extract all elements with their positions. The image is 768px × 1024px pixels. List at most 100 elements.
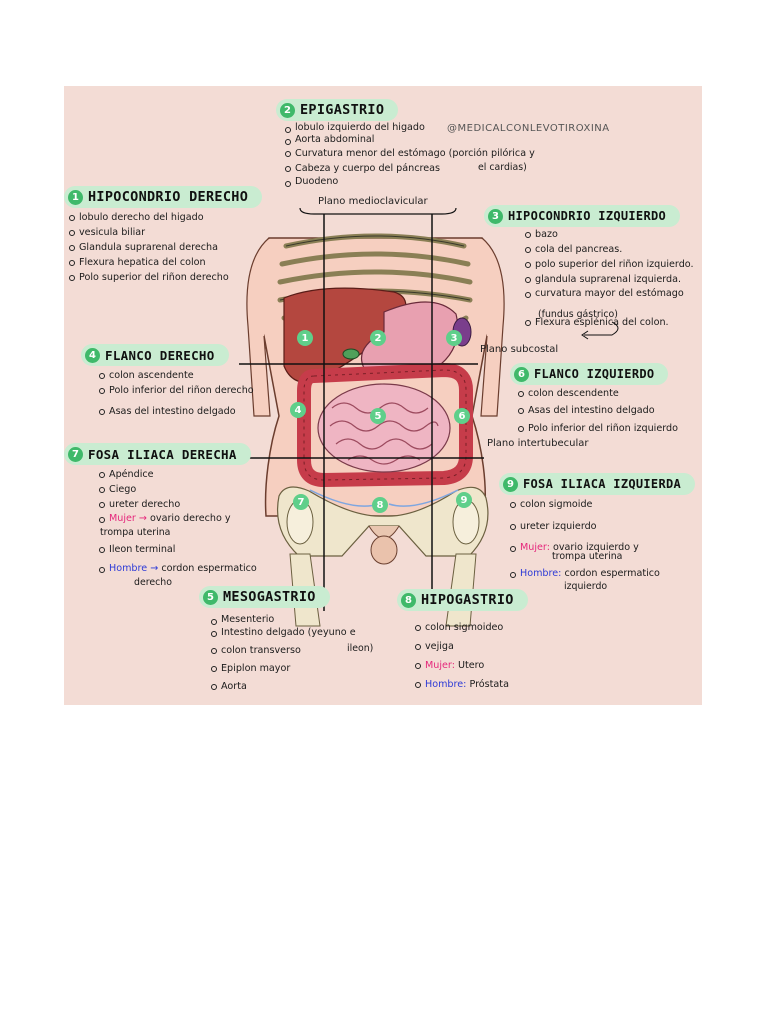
small-intestine	[317, 383, 451, 473]
region-6-header: 6 FLANCO IZQUIERDO	[510, 363, 669, 385]
region-3-note: (fundus gástrico)	[538, 309, 618, 320]
list-item: colon descendente	[517, 386, 678, 401]
list-item: Flexura hepatica del colon	[68, 255, 229, 270]
region-1-list: lobulo derecho del higado vesicula bilia…	[68, 210, 229, 285]
region-7-mujer-cont: trompa uterina	[100, 527, 171, 538]
region-marker-8: 8	[372, 497, 388, 513]
hombre-label: Hombre:	[520, 568, 562, 579]
plane-intertubercular-label: Plano intertubecular	[487, 438, 589, 449]
list-item: Cabeza y cuerpo del páncreas	[284, 161, 535, 176]
region-6-number: 6	[514, 366, 529, 382]
region-2-note: el cardias)	[478, 162, 527, 173]
list-item: Aorta	[210, 679, 356, 694]
region-3-header: 3 HIPOCONDRIO IZQUIERDO	[484, 205, 681, 227]
list-item: Asas del intestino delgado	[517, 403, 678, 418]
mujer-label: Mujer:	[520, 542, 550, 553]
list-item: colon transverso	[210, 643, 356, 658]
list-item: lobulo izquierdo del higado	[284, 122, 535, 134]
abdomen-illustration	[239, 207, 619, 627]
region-8-number: 8	[401, 592, 416, 608]
region-1-title: HIPOCONDRIO DERECHO	[88, 189, 249, 205]
region-marker-9: 9	[456, 492, 472, 508]
fundus-arrow	[584, 321, 619, 336]
region-marker-2: 2	[370, 330, 386, 346]
mujer-label: Mujer →	[109, 513, 147, 524]
list-item: bazo	[524, 227, 694, 242]
list-item: Intestino delgado (yeyuno e	[210, 626, 356, 639]
gallbladder	[342, 348, 360, 360]
region-5-list: Mesenterio Intestino delgado (yeyuno e c…	[210, 614, 356, 694]
region-2-title: EPIGASTRIO	[300, 102, 385, 118]
plane-subcostal-label: Plano subcostal	[480, 344, 559, 355]
watermark: @MEDICALCONLEVOTIROXINA	[447, 123, 610, 134]
list-item: Asas del intestino delgado	[98, 404, 254, 419]
list-item: Mesenterio	[210, 614, 356, 626]
genitals	[370, 535, 398, 565]
region-5-note: ileon)	[347, 643, 374, 654]
list-item: Epiplon mayor	[210, 661, 356, 676]
list-item: Polo inferior del riñon derecho	[98, 383, 254, 398]
list-item: Curvatura menor del estómago (porción pi…	[284, 146, 535, 161]
region-7-hombre-cont: derecho	[134, 577, 172, 588]
pelvis	[276, 486, 489, 557]
list-item: lobulo derecho del higado	[68, 210, 229, 225]
list-item: Hombre: cordon espermatico	[509, 567, 660, 580]
list-item: Ciego	[98, 482, 231, 497]
list-item: Apéndice	[98, 467, 231, 482]
region-9-list-b: Hombre: cordon espermatico	[509, 567, 660, 580]
region-5-number: 5	[203, 589, 218, 605]
list-item: colon sigmoideo	[414, 620, 509, 635]
region-9-number: 9	[503, 476, 518, 492]
region-2-number: 2	[280, 102, 295, 118]
list-item: ureter izquierdo	[509, 519, 639, 534]
list-item: curvatura mayor del estómago	[524, 287, 694, 301]
region-marker-5: 5	[370, 408, 386, 424]
region-9-header: 9 FOSA ILIACA IZQUIERDA	[499, 473, 696, 495]
list-item: Flexura esplénica del colon.	[524, 315, 694, 330]
hombre-label: Hombre →	[109, 563, 159, 574]
region-8-title: HIPOGASTRIO	[421, 592, 514, 608]
list-item: ureter derecho	[98, 497, 231, 512]
list-item: colon sigmoide	[509, 497, 639, 512]
list-item: colon ascendente	[98, 368, 254, 383]
mujer-value: ovario izquierdo y	[553, 542, 639, 553]
region-1-number: 1	[68, 189, 83, 205]
list-item: Polo superior del riñon derecho	[68, 270, 229, 285]
list-item: Hombre: Próstata	[414, 677, 509, 692]
list-item: Mujer → ovario derecho y	[98, 512, 231, 526]
list-item: polo superior del riñon izquierdo.	[524, 257, 694, 272]
anatomy-board: 1 2 3 4 5 6 7 8 9 Plano medioclavicular …	[64, 86, 702, 705]
region-9-list: colon sigmoide ureter izquierdo Mujer: o…	[509, 497, 639, 554]
mujer-label: Mujer:	[425, 660, 455, 671]
region-2-header: 2 EPIGASTRIO	[276, 99, 399, 121]
region-3-number: 3	[488, 208, 503, 224]
region-marker-4: 4	[290, 402, 306, 418]
region-9-hombre-cont: izquierdo	[564, 581, 608, 592]
list-item: Duodeno	[284, 176, 535, 188]
region-5-header: 5 MESOGASTRIO	[199, 586, 330, 608]
mujer-value: Utero	[458, 660, 485, 671]
region-6-list: colon descendente Asas del intestino del…	[517, 386, 678, 436]
list-item: Polo inferior del riñon izquierdo	[517, 421, 678, 436]
mujer-value: ovario derecho y	[150, 513, 231, 524]
region-marker-3: 3	[446, 330, 462, 346]
hombre-value: Próstata	[469, 679, 509, 690]
region-8-list: colon sigmoideo vejiga Mujer: Utero Homb…	[414, 620, 509, 692]
region-4-list: colon ascendente Polo inferior del riñon…	[98, 368, 254, 419]
region-7-header: 7 FOSA ILIACA DERECHA	[64, 443, 251, 465]
region-7-list-b: Ileon terminal Hombre → cordon espermati…	[98, 542, 257, 576]
region-5-title: MESOGASTRIO	[223, 589, 316, 605]
list-item: vesicula biliar	[68, 225, 229, 240]
region-7-title: FOSA ILIACA DERECHA	[88, 446, 237, 462]
list-item: Mujer: Utero	[414, 658, 509, 673]
region-7-number: 7	[68, 446, 83, 462]
region-marker-1: 1	[297, 330, 313, 346]
list-item: cola del pancreas.	[524, 242, 694, 257]
hombre-value: cordon espermatico	[161, 563, 257, 574]
list-item: Glandula suprarenal derecha	[68, 240, 229, 255]
region-3-list: bazo cola del pancreas. polo superior de…	[524, 227, 694, 330]
region-3-title: HIPOCONDRIO IZQUIERDO	[508, 209, 667, 223]
region-4-header: 4 FLANCO DERECHO	[81, 344, 229, 366]
region-marker-6: 6	[454, 408, 470, 424]
region-1-header: 1 HIPOCONDRIO DERECHO	[64, 186, 263, 208]
